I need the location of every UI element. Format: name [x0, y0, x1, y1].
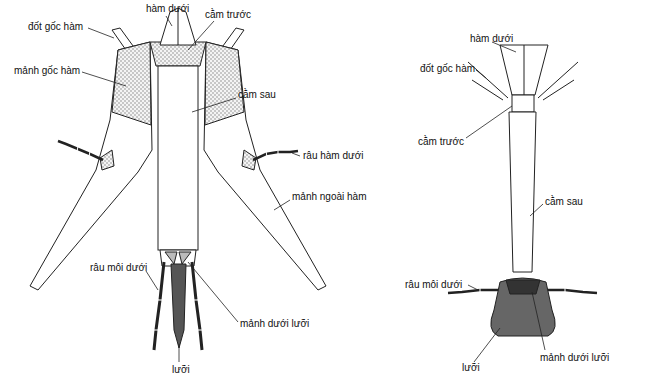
- part-label: cằm sau: [545, 196, 583, 208]
- part-label: râu môi dưới: [405, 279, 462, 291]
- part-label: mảnh gốc hàm: [14, 65, 80, 77]
- part-label: cằm sau: [238, 89, 276, 101]
- part-label: lưỡi: [172, 364, 190, 376]
- part-label: mảnh ngoài hàm: [292, 191, 367, 203]
- part-label: râu hàm dưới: [303, 150, 364, 162]
- part-label: mảnh dưới lưỡi: [240, 318, 309, 330]
- part-label: đốt gốc hàm: [28, 21, 83, 33]
- leader-lines: [82, 16, 545, 362]
- part-label: hàm dưới: [470, 33, 513, 45]
- part-label: râu môi dưới: [90, 262, 147, 274]
- part-label: cằm trước: [418, 136, 464, 148]
- part-label: đốt gốc hàm: [420, 63, 475, 75]
- part-label: lưỡi: [462, 362, 480, 374]
- part-label: hàm dưới: [146, 3, 189, 15]
- part-label: mảnh dưới lưỡi: [540, 352, 609, 364]
- part-label: cằm trước: [205, 9, 251, 21]
